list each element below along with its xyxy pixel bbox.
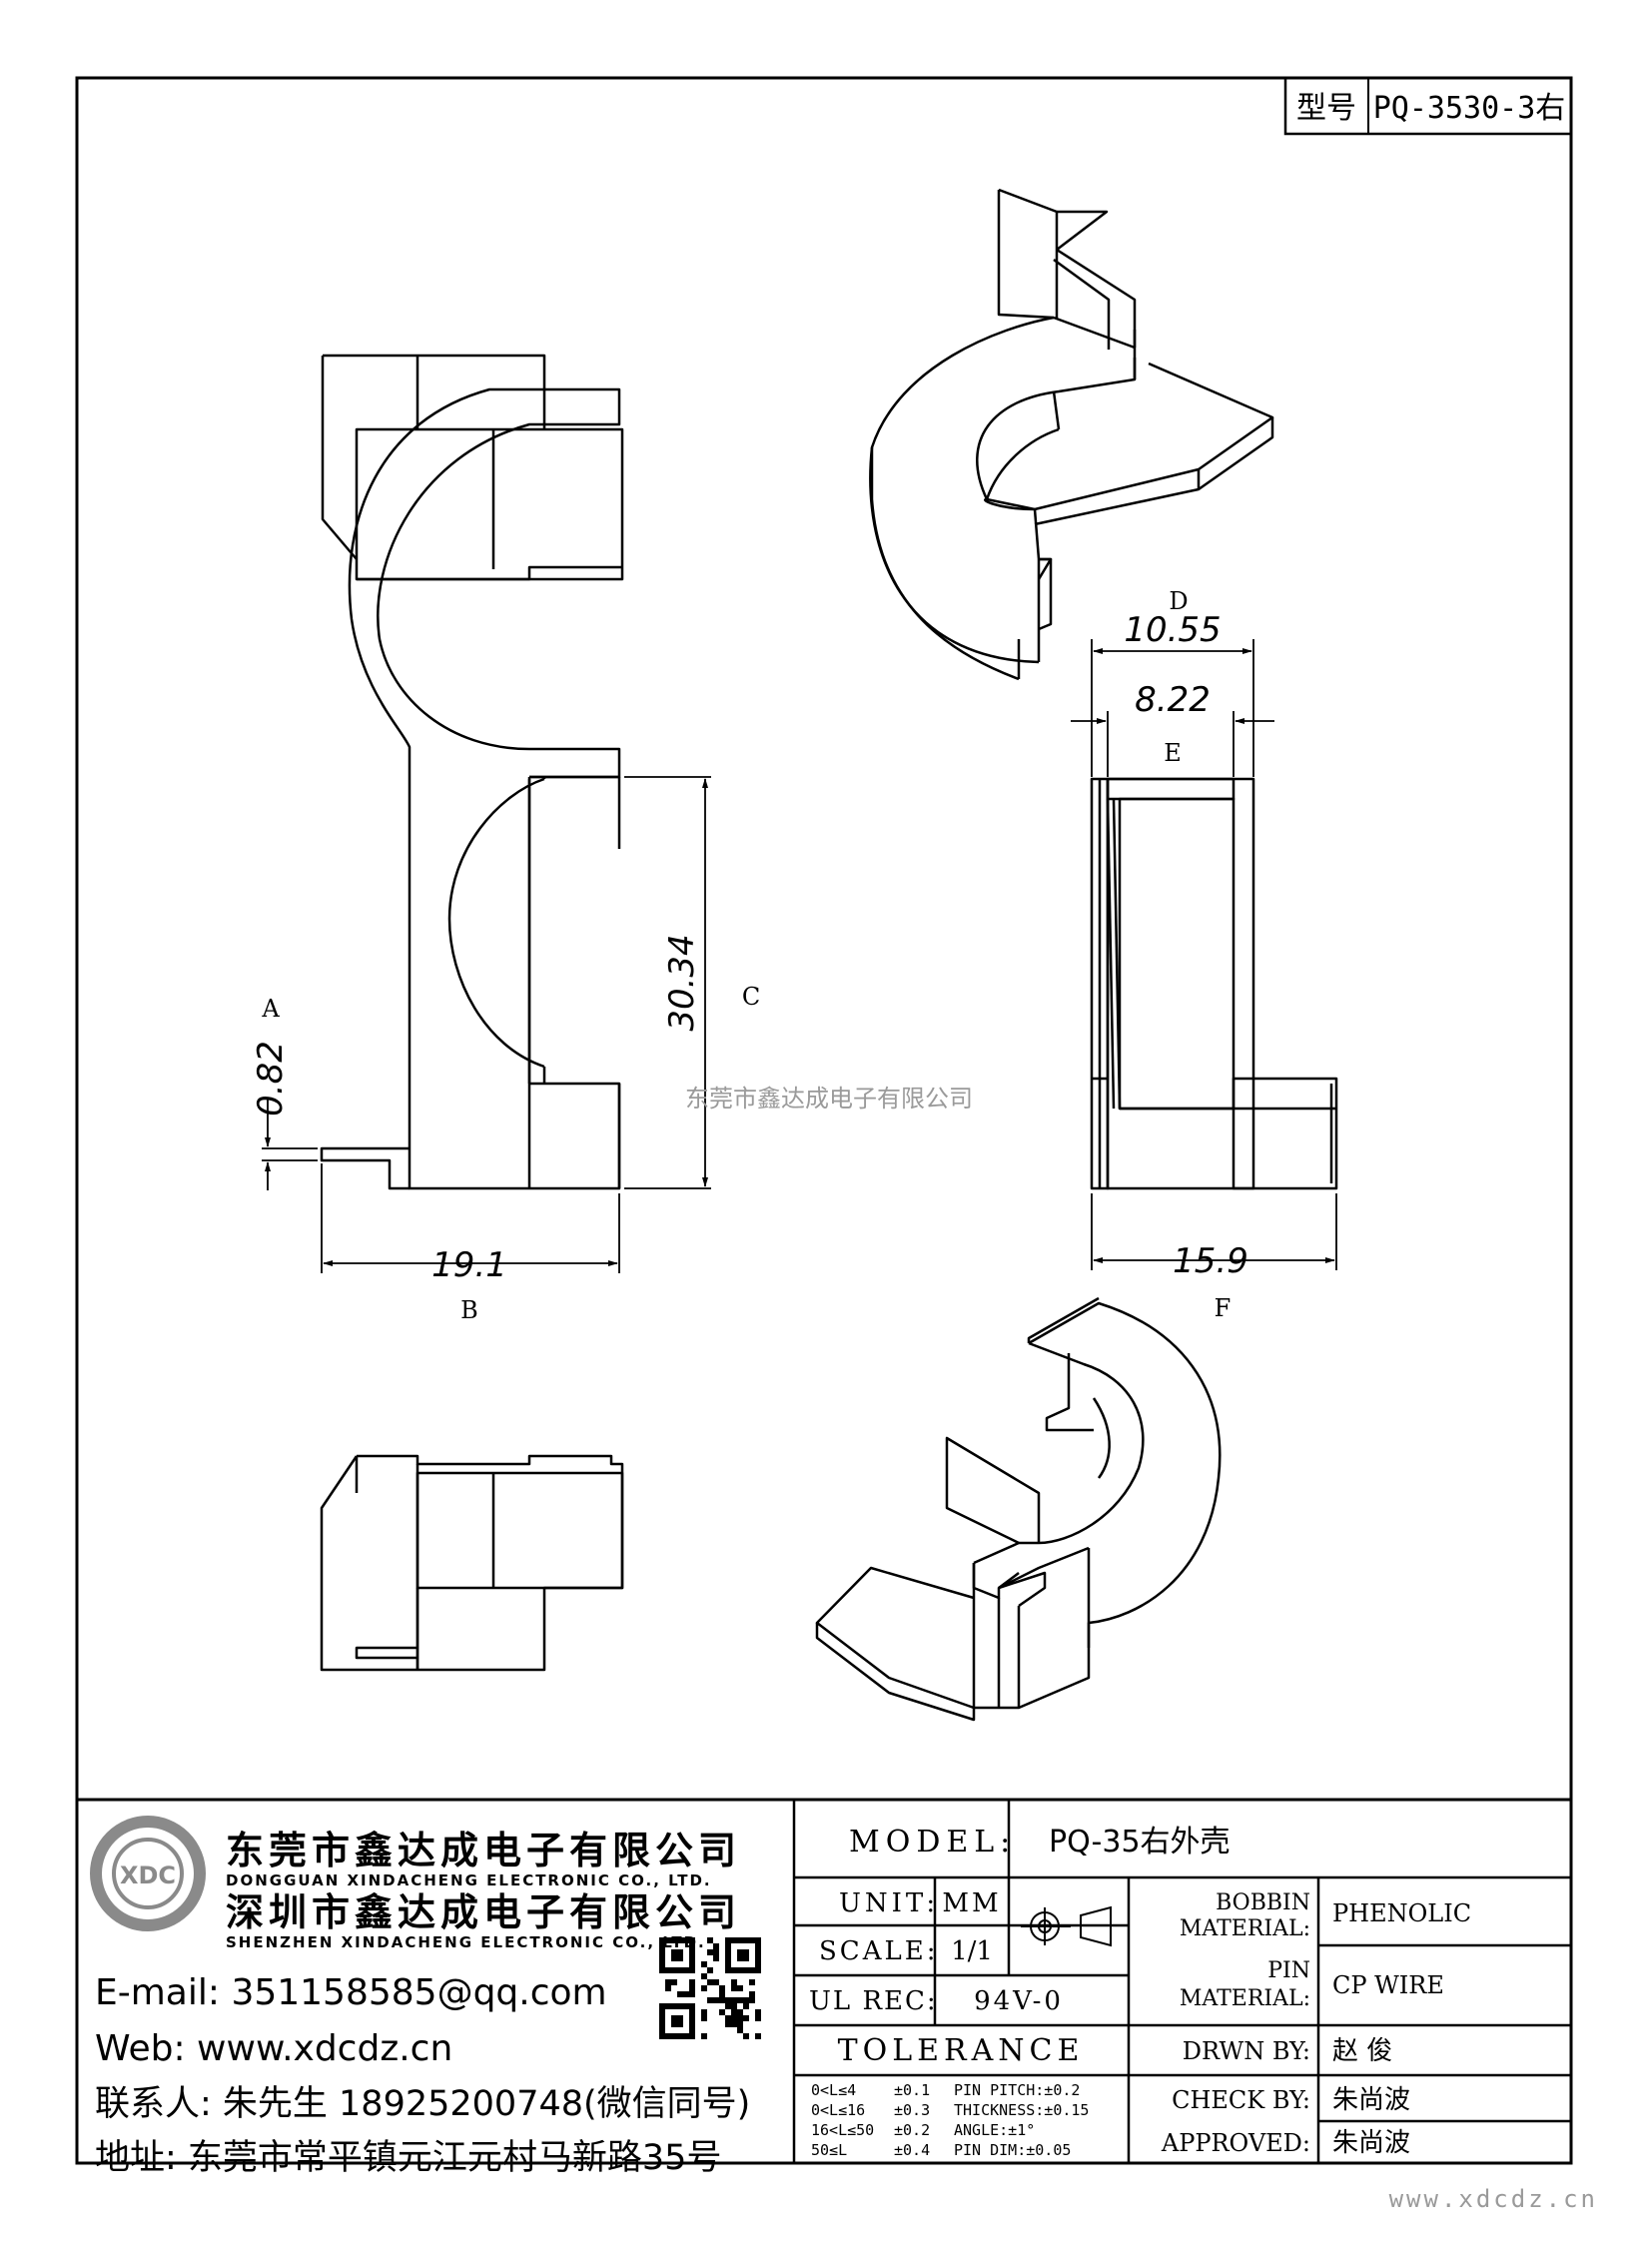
watermark-text: 东莞市鑫达成电子有限公司 (685, 1085, 973, 1113)
pin-label-1: PIN (1267, 1958, 1310, 1983)
company-name-sz-en: SHENZHEN XINDACHENG ELECTRONIC CO., LTD. (226, 1933, 706, 1951)
view-d-isometric (869, 188, 1274, 681)
tol-range-2: 0<L≤16 (811, 2101, 865, 2119)
dimension-texts: 10.55 8.22 30.34 0.82 19.1 15.9 (251, 610, 1248, 1285)
label-b: B (460, 1296, 478, 1324)
dim-19-1: 19.1 (431, 1245, 507, 1285)
tol-range-1: 0<L≤4 (811, 2081, 856, 2099)
company-name-dg-en: DONGGUAN XINDACHENG ELECTRONIC CO., LTD. (226, 1871, 712, 1889)
view-f-isometric (815, 1296, 1222, 1722)
tol-value-3: ±0.2 (894, 2121, 930, 2139)
view-c-front (320, 387, 621, 1190)
drawn-label: DRWN BY: (1183, 2037, 1310, 2065)
company-text: 东莞市鑫达成电子有限公司 DONGGUAN XINDACHENG ELECTRO… (95, 1829, 750, 2178)
company-name-dg: 东莞市鑫达成电子有限公司 (226, 1829, 741, 1872)
view-labels: A B C D E F (261, 587, 1231, 1324)
company-name-sz: 深圳市鑫达成电子有限公司 (226, 1890, 741, 1934)
tol-note-1: PIN PITCH:±0.2 (954, 2081, 1080, 2099)
tol-range-4: 50≤L (811, 2141, 847, 2159)
sheet-border (75, 76, 1573, 2165)
unit-value: MM (942, 1888, 1001, 1918)
dim-15-9: 15.9 (1173, 1241, 1248, 1281)
qr-code-icon (659, 1937, 761, 2039)
model-box: 型号 PQ-3530-3右 (1283, 76, 1573, 136)
tol-value-2: ±0.3 (894, 2101, 930, 2119)
bobbin-label-2: MATERIAL: (1180, 1916, 1310, 1941)
tol-range-3: 16<L≤50 (811, 2121, 874, 2139)
title-block-text: MODEL: PQ-35右外壳 UNIT: MM SCALE: 1/1 UL R… (809, 1825, 1471, 2159)
part-drawings (320, 188, 1338, 1722)
model-value: PQ-35右外壳 (1049, 1825, 1231, 1860)
company-email: E-mail: 351158585@qq.com (95, 1972, 607, 2013)
logo-text: XDC (120, 1862, 176, 1889)
tolerance-table: 0<L≤4 ±0.1 PIN PITCH:±0.2 0<L≤16 ±0.3 TH… (811, 2081, 1089, 2159)
tol-note-4: PIN DIM:±0.05 (954, 2141, 1071, 2159)
dim-8-22: 8.22 (1135, 680, 1211, 720)
pin-label-2: MATERIAL: (1180, 1986, 1310, 2011)
check-value: 朱尚波 (1332, 2085, 1410, 2115)
company-address: 地址: 东莞市常平镇元江元村马新路35号 (95, 2138, 721, 2178)
dim-30-34: 30.34 (662, 934, 702, 1031)
company-contact: 联系人: 朱先生 18925200748(微信同号) (95, 2084, 750, 2124)
tol-value-4: ±0.4 (894, 2141, 930, 2159)
view-b-bottom (320, 1454, 624, 1672)
bobbin-value: PHENOLIC (1332, 1899, 1471, 1927)
drawn-value: 赵 俊 (1332, 2036, 1392, 2066)
dimension-lines (262, 639, 1337, 1273)
pin-value: CP WIRE (1332, 1971, 1444, 1999)
company-web: Web: www.xdcdz.cn (95, 2028, 452, 2069)
label-e: E (1164, 739, 1182, 767)
company-logo: XDC (90, 1816, 206, 1931)
label-d: D (1169, 587, 1188, 615)
tol-note-2: THICKNESS:±0.15 (954, 2101, 1089, 2119)
model-box-label: 型号 (1296, 91, 1356, 126)
model-label: MODEL: (849, 1825, 1016, 1860)
projection-symbol-icon (1021, 1905, 1112, 1947)
label-c: C (742, 983, 760, 1011)
scale-label: SCALE: (819, 1936, 939, 1966)
approved-label: APPROVED: (1161, 2129, 1310, 2157)
footer-url: www.xdcdz.cn (1389, 2185, 1598, 2213)
tol-value-1: ±0.1 (894, 2081, 930, 2099)
label-a: A (261, 995, 280, 1023)
dim-10-55: 10.55 (1124, 610, 1221, 650)
unit-label: UNIT: (839, 1888, 939, 1918)
approved-value: 朱尚波 (1332, 2128, 1410, 2158)
tolerance-label: TOLERANCE (838, 2033, 1085, 2068)
title-block-grid (792, 1800, 1571, 2163)
tol-note-3: ANGLE:±1° (954, 2121, 1035, 2139)
ul-label: UL REC: (809, 1986, 938, 2016)
view-a-front (321, 354, 624, 581)
scale-value: 1/1 (951, 1936, 993, 1966)
label-f: F (1215, 1294, 1232, 1322)
view-e-side (1090, 777, 1338, 1190)
check-label: CHECK BY: (1172, 2086, 1310, 2114)
ul-value: 94V-0 (974, 1986, 1064, 2016)
model-box-value: PQ-3530-3右 (1373, 91, 1566, 126)
bobbin-label-1: BOBBIN (1216, 1890, 1310, 1915)
dim-0-82: 0.82 (251, 1041, 291, 1117)
